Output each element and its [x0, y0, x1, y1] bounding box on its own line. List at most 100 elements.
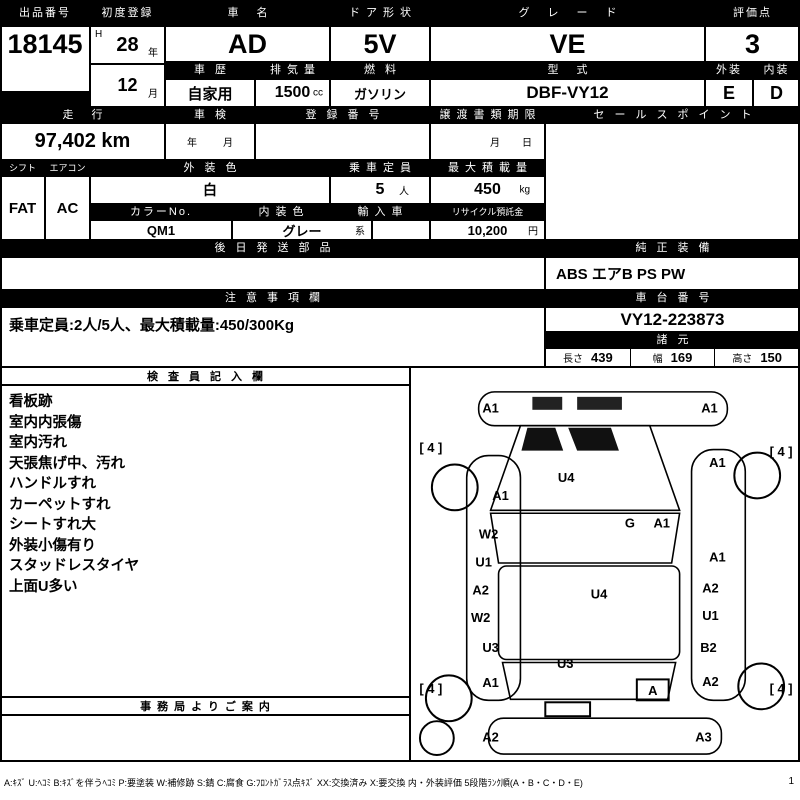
auction-no-header: 出品番号: [0, 0, 90, 26]
damage-marker-box: [635, 678, 670, 702]
spec-length-label: 長さ: [562, 354, 583, 365]
int-color-label: 内装色: [258, 205, 310, 218]
later-parts-header: 後日発送部品: [0, 240, 545, 257]
grade-label: グレード: [518, 6, 635, 19]
inspector-title: 検査員記入欄: [147, 371, 273, 383]
inspector-remark: 看板跡: [9, 394, 53, 410]
rear-bumper-outline: [487, 717, 723, 755]
damage-marker: A1: [482, 400, 499, 415]
door-shape-header: ドア形状: [330, 0, 430, 26]
shift-header: シフト: [0, 160, 45, 176]
cowl-vent-right: [568, 427, 619, 451]
transfer-docs-label: 譲渡書類期限: [439, 108, 542, 121]
recycle-cell: 10,200 円: [430, 220, 545, 240]
score-value: 3: [744, 28, 761, 59]
chassis-value: VY12-223873: [620, 309, 725, 329]
damage-marker: U3: [557, 656, 574, 671]
damage-marker: A1: [701, 400, 718, 415]
damage-marker: A3: [695, 730, 712, 745]
reg-no-label: 登録番号: [305, 108, 390, 121]
fuel-header: 燃料: [330, 62, 430, 79]
recycle-value: 10,200: [467, 222, 508, 238]
car-name-label: 車名: [227, 6, 286, 19]
inspector-remark: 上面U多い: [9, 578, 78, 595]
inspector-remark: シートすれ大: [9, 517, 96, 533]
reg-no-header: 登録番号: [255, 107, 430, 123]
inspector-remark: 室内内張傷: [9, 414, 82, 431]
spec-height-label: 高さ: [732, 354, 753, 365]
damage-marker: U4: [591, 586, 608, 601]
sales-point-label: セールスポイント: [593, 108, 762, 121]
mileage-label: 走行: [62, 108, 121, 121]
transfer-docs-cell: 月 日: [430, 123, 545, 160]
inspector-remark: 天張焦げ中、汚れ: [9, 455, 125, 472]
cowl-vent-left: [521, 427, 564, 451]
first-reg-year-suffix: 年: [148, 48, 158, 59]
score-cell: 3: [705, 26, 800, 62]
spec-length-group: 長さ 439: [546, 349, 630, 366]
auction-no-value: 18145: [7, 29, 83, 59]
damage-code-legend: A:ｷｽﾞ U:ﾍｺﾐ B:ｷｽﾞを伴うﾍｺﾐ P:要塗装 W:補修跡 S:錆 …: [4, 778, 583, 788]
transfer-month-suffix: 月: [490, 138, 500, 149]
mileage-header: 走行: [0, 107, 165, 123]
recycle-header: リサイクル預託金: [430, 204, 545, 220]
inspection-month-suffix: 月: [223, 138, 233, 149]
score-label: 評価点: [733, 6, 772, 19]
capacity-value: 5: [375, 181, 385, 198]
chassis-header: 車台番号: [545, 290, 800, 307]
damage-marker: [ 4 ]: [419, 681, 442, 696]
car-name-value: AD: [228, 28, 267, 59]
history-cell: 自家用: [165, 79, 255, 107]
wheel-rear-left: [424, 674, 473, 723]
transfer-day-suffix: 日: [522, 138, 532, 149]
damage-marker: B2: [700, 640, 717, 655]
office-cell: [0, 715, 410, 762]
caution-label: 注意事項欄: [225, 292, 330, 304]
later-parts-label: 後日発送部品: [214, 242, 341, 254]
shift-label: シフト: [8, 162, 36, 173]
wheel-rear-right: [737, 662, 786, 711]
inspector-header: 検査員記入欄: [0, 367, 410, 385]
sales-point-header: セールスポイント: [545, 107, 800, 123]
reg-no-cell: [255, 123, 430, 160]
capacity-unit: 人: [399, 186, 409, 198]
damage-marker: [ 4 ]: [770, 444, 793, 459]
spec-width-label: 幅: [652, 354, 663, 365]
grille-right: [577, 396, 622, 410]
max-load-header: 最大積載量: [430, 160, 545, 176]
max-load-value: 450: [474, 181, 501, 198]
damage-marker: A2: [472, 582, 489, 597]
displacement-value: 1500: [274, 84, 311, 101]
damage-marker: A1: [492, 488, 509, 503]
model-code-header: 型式: [430, 62, 705, 79]
grade-cell: VE: [430, 26, 705, 62]
grille-left: [532, 396, 563, 410]
fuel-cell: ガソリン: [330, 79, 430, 107]
first-reg-era: H: [95, 29, 103, 40]
inspection-header: 車検: [165, 107, 255, 123]
damage-marker: A1: [482, 675, 499, 690]
damage-marker: A1: [709, 455, 726, 470]
door-shape-cell: 5V: [330, 26, 430, 62]
aircon-value: AC: [56, 199, 79, 217]
displacement-label: 排気量: [270, 64, 321, 76]
damage-marker: A1: [653, 516, 670, 531]
inspector-remark: スタッドレスタイヤ: [9, 558, 140, 574]
damage-marker: U3: [482, 640, 499, 655]
model-code-label: 型式: [547, 64, 606, 76]
history-label: 車歴: [194, 64, 236, 76]
damage-marker: W2: [479, 527, 498, 542]
interior-grade-cell: D: [753, 79, 800, 107]
spec-height-value: 150: [760, 350, 783, 365]
max-load-cell: 450 kg: [430, 176, 545, 204]
exterior-grade-cell: E: [705, 79, 753, 107]
damage-marker: A2: [482, 730, 499, 745]
hood-outline: [489, 424, 681, 512]
color-no-cell: QM1: [90, 220, 232, 240]
interior-label: 内装: [763, 64, 790, 76]
recycle-label: リサイクル預託金: [451, 206, 524, 217]
spec-width-value: 169: [670, 350, 693, 365]
